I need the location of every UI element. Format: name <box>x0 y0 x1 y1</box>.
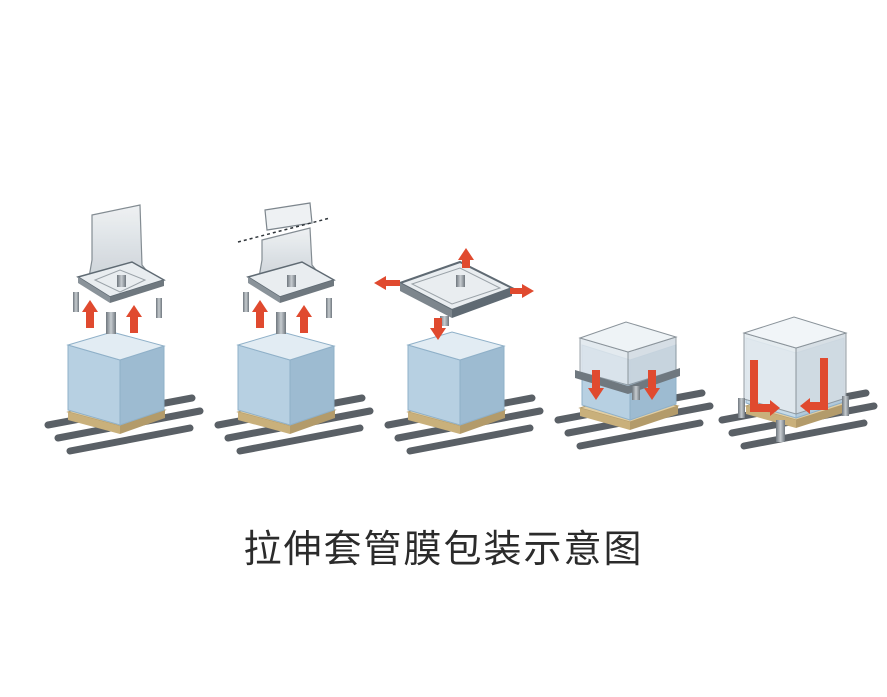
step-2-cut-film <box>214 202 374 455</box>
step-1-open-film <box>44 204 204 455</box>
cut-line-icon <box>237 217 331 243</box>
step-3-stretch-film <box>374 248 544 455</box>
step-4-lower-film <box>554 321 714 450</box>
gripper-icon <box>73 292 162 334</box>
step-5-release-film <box>718 316 878 450</box>
down-arrow-icon <box>588 370 660 400</box>
box-icon <box>406 331 506 426</box>
film-bag-icon <box>246 227 336 303</box>
film-cover-icon <box>742 316 848 415</box>
film-bag-icon <box>76 204 166 303</box>
release-arrow-icon <box>750 358 828 416</box>
diagram-caption: 拉伸套管膜包装示意图 <box>243 527 644 571</box>
box-icon <box>236 331 336 426</box>
stretch-arrow-icon <box>374 248 534 340</box>
film-sheet-icon <box>264 202 313 231</box>
gripper-icon <box>243 292 332 334</box>
up-arrow-icon <box>252 300 312 333</box>
box-icon <box>66 331 166 426</box>
stretch-frame-icon <box>397 260 515 326</box>
up-arrow-icon <box>82 300 142 333</box>
gripper-icon <box>738 396 849 442</box>
gripper-icon <box>632 386 640 400</box>
